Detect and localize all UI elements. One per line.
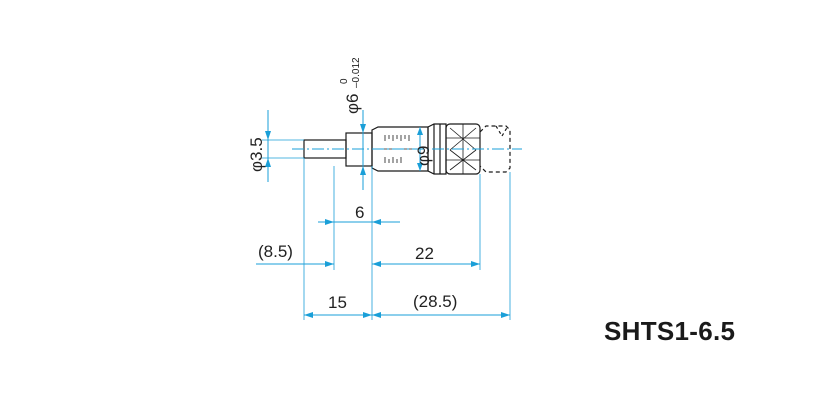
dim-sleeve-dia: φ6 [343,94,362,114]
dim-sleeve-tol-upper: 0 [339,78,350,84]
dim-sleeve-length: 6 [355,203,364,222]
dim-body-length: 22 [415,244,434,263]
dimension-lines [256,110,511,320]
sleeve-front [345,132,373,167]
model-label: SHTS1-6.5 [604,316,736,346]
dim-thimble-dia: φ9 [414,146,433,166]
dim-mount-length: 15 [328,293,347,312]
dim-spindle-dia: φ3.5 [247,137,266,172]
dim-spindle-length: (8.5) [258,242,293,261]
dim-sleeve-tol-lower: –0.012 [351,57,362,88]
dim-sleeve-dia-group: φ6 0 –0.012 [339,57,362,114]
dim-total-length: (28.5) [413,292,457,311]
ratchet-cap [479,125,511,173]
knurl-pattern [446,124,480,174]
